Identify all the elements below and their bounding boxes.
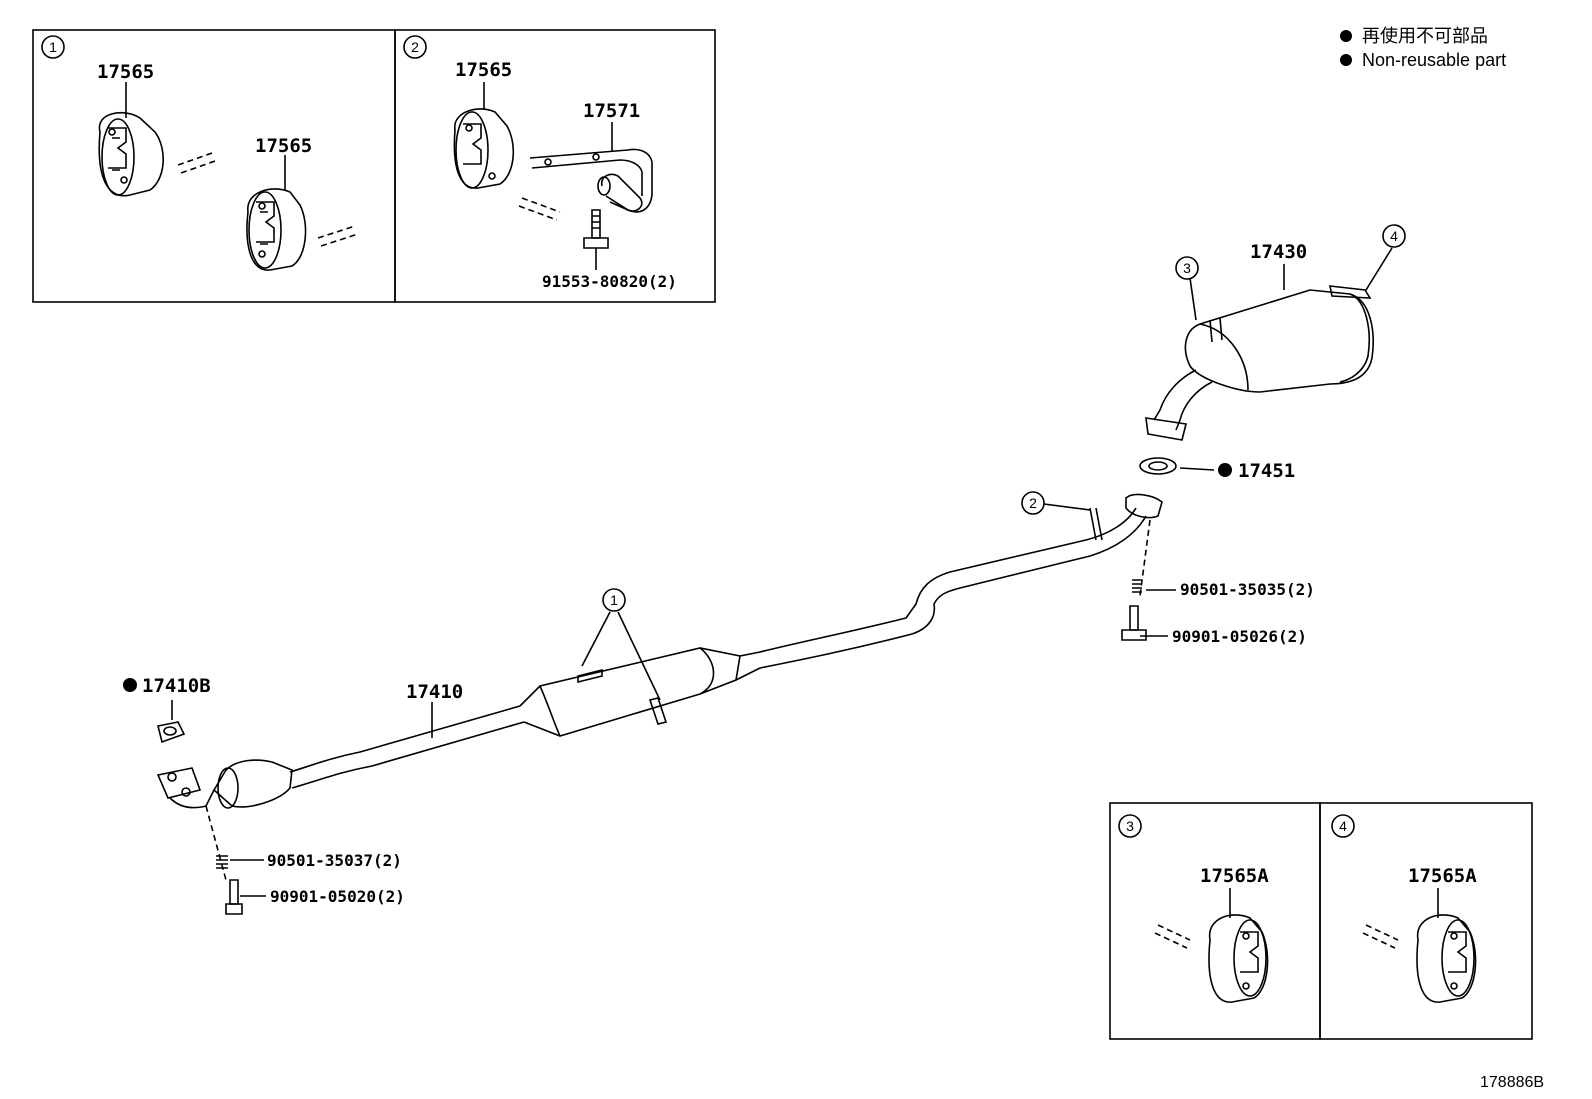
rear-flange-icon <box>1125 493 1163 519</box>
tailpipe-muffler <box>1145 285 1374 441</box>
hanger-pin-icon <box>1089 507 1103 541</box>
inset-number: 3 <box>1126 818 1134 834</box>
inset-number: 1 <box>49 39 57 55</box>
part-label: 17410B <box>142 675 211 697</box>
hanger-pin-icon <box>1209 317 1223 343</box>
callout-number: 2 <box>1029 495 1037 511</box>
inset-number: 4 <box>1339 818 1347 834</box>
legend-row-en: Non-reusable part <box>1340 48 1506 72</box>
inset-1 <box>32 29 396 303</box>
pin-icon <box>177 151 219 174</box>
part-label: 17451 <box>1238 460 1295 482</box>
tail-hanger-icon <box>1329 285 1372 299</box>
callout-circle-4 <box>1382 224 1406 248</box>
part-label: 17565A <box>1200 865 1269 887</box>
inset-number-circle <box>1118 814 1142 838</box>
inset-number-circle <box>1331 814 1355 838</box>
part-label: 17430 <box>1250 241 1307 263</box>
part-label: 17565A <box>1408 865 1477 887</box>
inset-number: 2 <box>411 39 419 55</box>
callout-number: 4 <box>1390 228 1398 244</box>
inset-2 <box>394 29 716 303</box>
pin-icon <box>317 225 359 247</box>
filled-circle-icon <box>1340 54 1352 66</box>
gasket-icon <box>1139 457 1177 475</box>
rubber-hanger-icon <box>1208 914 1269 1003</box>
legend-row-jp: 再使用不可部品 <box>1340 24 1506 48</box>
muffler-icon <box>1184 289 1374 393</box>
callout-number: 3 <box>1183 260 1191 276</box>
legend: 再使用不可部品 Non-reusable part <box>1340 24 1506 72</box>
pin-icon <box>1154 924 1191 949</box>
pin-icon <box>1362 924 1399 949</box>
spring-icon <box>216 855 228 869</box>
leader-line <box>1365 247 1393 291</box>
part-label: 17571 <box>583 100 640 122</box>
rubber-hanger-icon <box>246 188 307 271</box>
inset-3 <box>1109 802 1321 1040</box>
leader-line <box>617 611 661 701</box>
bracket-icon <box>529 148 653 213</box>
hanger-pin-icon <box>577 668 603 684</box>
inset-3-frame <box>1109 802 1321 1040</box>
part-label: 17565 <box>97 61 154 83</box>
callout-circle-1 <box>602 588 626 612</box>
rubber-hanger-icon <box>98 111 165 197</box>
front-exhaust-pipe <box>156 493 1163 809</box>
bolt-icon <box>1129 605 1139 631</box>
inset-4 <box>1319 802 1533 1040</box>
leader-line <box>1179 467 1215 471</box>
pin-icon <box>518 197 561 221</box>
part-label: 90501-35035(2) <box>1180 580 1315 599</box>
inset-number-circle <box>403 35 427 59</box>
diagram-id: 178886B <box>1480 1074 1545 1091</box>
non-reusable-marker-icon <box>1218 463 1232 477</box>
part-label: 90901-05020(2) <box>270 887 405 906</box>
front-flange-icon <box>156 767 202 799</box>
guide-line <box>205 805 227 881</box>
leader-line <box>1189 277 1197 321</box>
part-label: 91553-80820(2) <box>542 272 677 291</box>
rubber-hanger-icon <box>1416 914 1477 1003</box>
part-label: 17565 <box>255 135 312 157</box>
rubber-hanger-icon <box>453 108 515 189</box>
part-label: 17565 <box>455 59 512 81</box>
inset-2-frame <box>394 29 716 303</box>
inset-1-frame <box>32 29 396 303</box>
filled-circle-icon <box>1340 30 1352 42</box>
leader-line <box>581 611 611 667</box>
inset-number-circle <box>41 35 65 59</box>
part-label: 17410 <box>406 681 463 703</box>
part-label: 90501-35037(2) <box>267 851 402 870</box>
spring-icon <box>1132 579 1142 593</box>
hanger-pin-icon <box>648 697 668 725</box>
catalytic-converter-icon <box>212 759 293 808</box>
legend-text-en: Non-reusable part <box>1362 50 1507 70</box>
legend-text-jp: 再使用不可部品 <box>1362 26 1488 46</box>
leader-line <box>1043 503 1091 511</box>
muffler-flange-icon <box>1145 417 1187 441</box>
bolt-icon <box>583 209 609 249</box>
non-reusable-marker-icon <box>123 678 137 692</box>
callout-circle-3 <box>1175 256 1199 280</box>
gasket-icon <box>157 721 186 744</box>
callout-circle-2 <box>1021 491 1045 515</box>
bolt-icon <box>229 879 239 905</box>
inset-4-frame <box>1319 802 1533 1040</box>
part-label: 90901-05026(2) <box>1172 627 1307 646</box>
callout-number: 1 <box>610 592 618 608</box>
